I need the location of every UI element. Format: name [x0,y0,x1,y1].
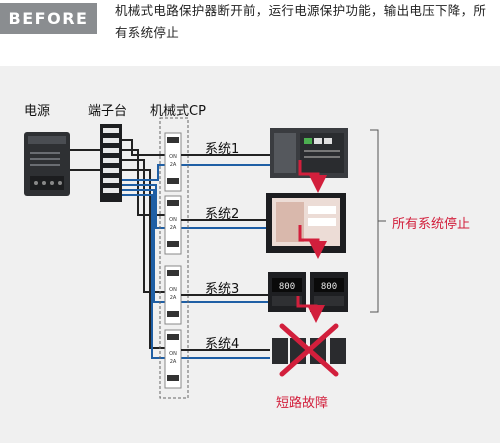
breaker-2: ON 2A [164,195,182,255]
header: BEFORE 机械式电路保护器断开前，运行电源保护功能，输出电压下降，所有系统停… [0,0,500,62]
system-1-label: 系统1 [205,142,240,157]
power-supply-icon [24,132,70,196]
svg-text:2A: 2A [170,359,177,365]
fault-cross-icon [279,323,339,377]
svg-text:ON: ON [169,287,177,293]
description-text: 机械式电路保护器断开前，运行电源保护功能，输出电压下降，所有系统停止 [115,3,487,40]
svg-text:ON: ON [169,351,177,357]
all-systems-stop-label: 所有系统停止 [392,217,471,232]
system-4-label: 系统4 [205,337,240,352]
svg-text:2A: 2A [170,225,177,231]
group-bracket [370,129,386,313]
svg-text:2A: 2A [170,295,177,301]
breaker-1: ON 2A [164,132,182,192]
before-badge: BEFORE [0,3,97,34]
diagram-panel [0,66,500,443]
svg-text:ON: ON [169,217,177,223]
short-circuit-fault-label: 短路故障 [276,396,329,411]
breaker-label: 机械式CP [150,104,206,119]
svg-text:2A: 2A [170,162,177,168]
breaker-4: ON 2A [164,329,182,389]
system-3-label: 系统3 [205,282,240,297]
breaker-3: ON 2A [164,265,182,325]
power-supply-label: 电源 [24,104,51,119]
plc-controller-icon [270,128,348,178]
svg-text:800: 800 [321,282,337,292]
svg-text:800: 800 [279,282,295,292]
hmi-screen-icon [266,193,346,253]
terminal-block-icon [100,124,122,202]
svg-text:ON: ON [169,154,177,160]
terminal-block-label: 端子台 [88,104,128,119]
system-2-label: 系统2 [205,207,240,222]
